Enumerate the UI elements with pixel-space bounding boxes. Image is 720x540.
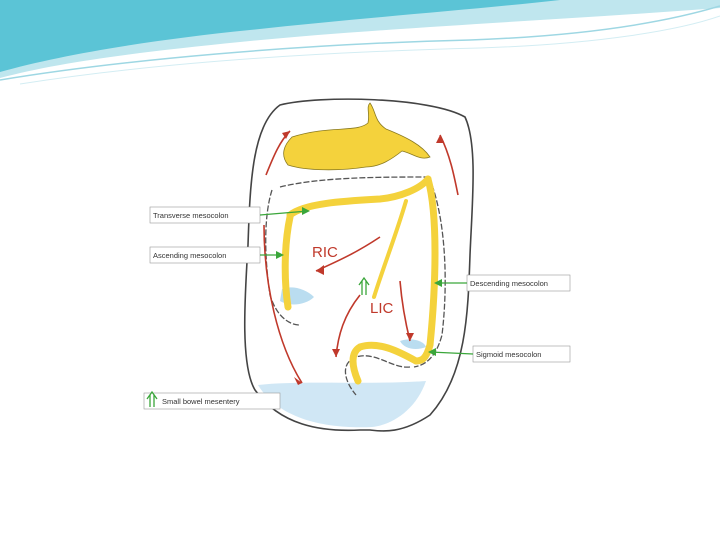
svg-text:Descending mesocolon: Descending mesocolon — [470, 279, 548, 288]
svg-text:Sigmoid mesocolon: Sigmoid mesocolon — [476, 350, 541, 359]
ric-label: RIC — [312, 244, 338, 261]
svg-text:Small bowel mesentery: Small bowel mesentery — [162, 397, 240, 406]
peritoneal-mesentery-diagram: RIC LIC Transverse mesocolon Ascending m… — [130, 85, 590, 450]
slide-header-decoration — [0, 0, 720, 90]
svg-text:Ascending mesocolon: Ascending mesocolon — [153, 251, 226, 260]
lic-label: LIC — [370, 300, 394, 317]
svg-text:Transverse mesocolon: Transverse mesocolon — [153, 211, 229, 220]
label-small-bowel-mesentery: Small bowel mesentery — [144, 392, 280, 409]
